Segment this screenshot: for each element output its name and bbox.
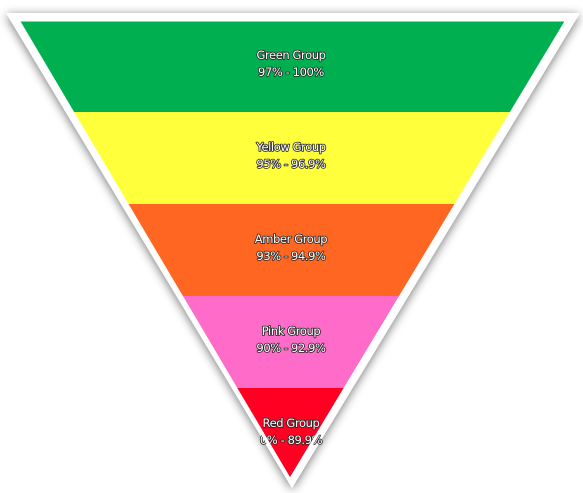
group-range-label: 95% - 96.9% [256,157,326,171]
group-range-label: 97% - 100% [258,65,324,79]
band-green-group [18,20,567,113]
pyramid-labels: Green Group 97% - 100% Yellow Group 95% - 9… [254,47,329,448]
group-name-label: Pink Group [262,324,321,338]
group-name-label: Red Group [263,416,320,430]
group-name-label: Green Group [256,48,325,62]
group-range-label: 0% - 89.9% [260,433,323,447]
group-name-label: Amber Group [255,232,328,246]
group-range-label: 90% - 92.9% [256,341,326,355]
group-range-label: 93% - 94.9% [256,249,326,263]
group-name-label: Yellow Group [255,140,325,154]
pyramid-border [15,18,570,483]
